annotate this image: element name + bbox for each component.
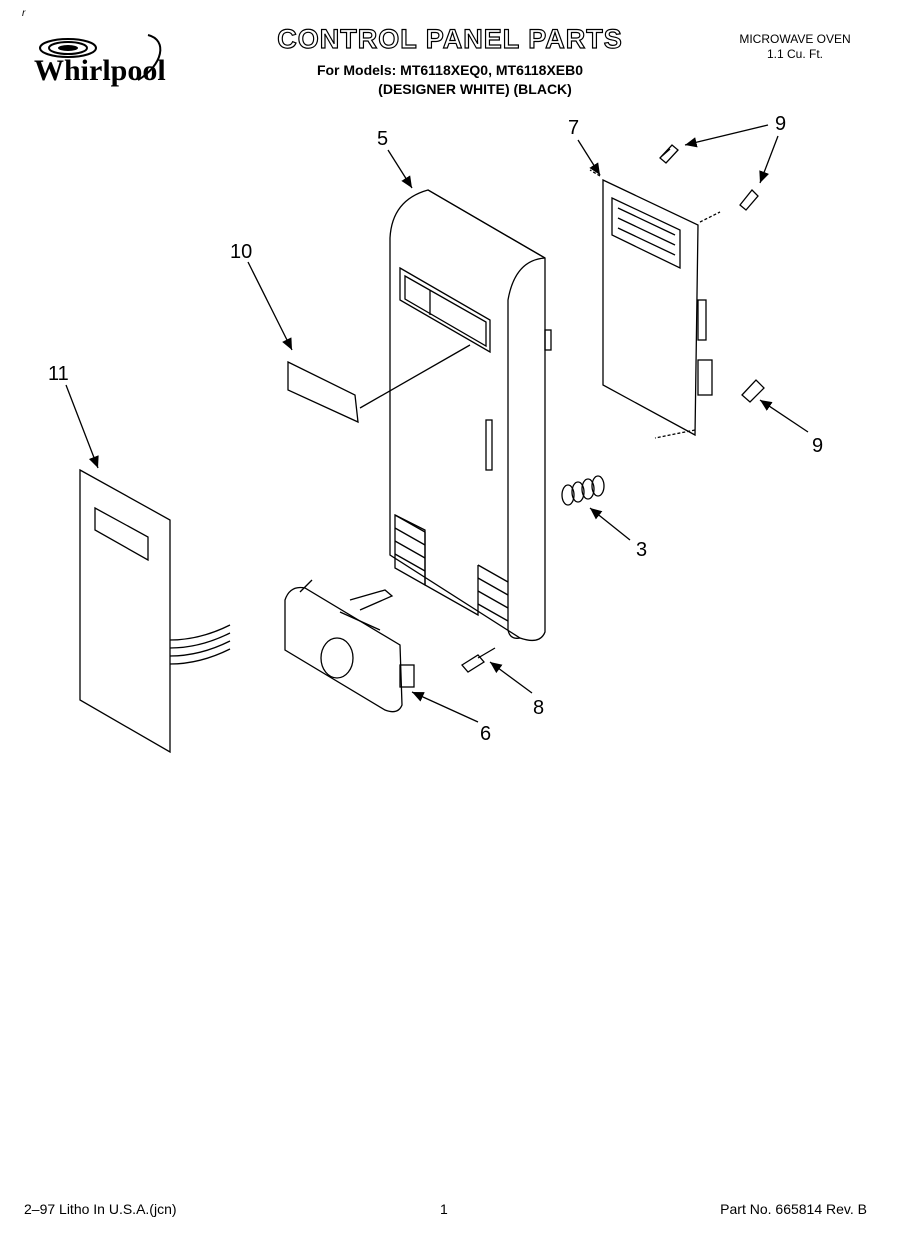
footer-litho: 2–97 Litho In U.S.A.(jcn) xyxy=(24,1201,177,1217)
part-5-control-panel-housing xyxy=(389,189,552,642)
product-type: MICROWAVE OVEN xyxy=(739,32,851,46)
callout-9-top: 9 xyxy=(775,113,786,135)
callout-9-bottom: 9 xyxy=(812,435,823,457)
corner-mark: r xyxy=(22,8,26,19)
colors-subtitle: (DESIGNER WHITE) (BLACK) xyxy=(378,81,572,97)
whirlpool-logo: Whirlpool xyxy=(28,30,188,90)
callout-7: 7 xyxy=(568,117,579,139)
product-size: 1.1 Cu. Ft. xyxy=(766,47,824,61)
models-subtitle: For Models: MT6118XEQ0, MT6118XEB0 xyxy=(316,62,584,78)
footer-page-number: 1 xyxy=(440,1201,448,1217)
callout-3: 3 xyxy=(636,539,647,561)
part-11-touchpad xyxy=(79,468,231,754)
part-6-door-release xyxy=(284,579,415,713)
screw-9-bottom xyxy=(741,379,765,403)
part-7-circuit-board xyxy=(589,169,721,439)
part-10-window-lens xyxy=(287,344,471,424)
screw-8 xyxy=(461,647,496,673)
callout-6: 6 xyxy=(480,723,491,745)
callout-5: 5 xyxy=(377,128,388,150)
page-title: CONTROL PANEL PARTS xyxy=(277,23,623,54)
screw-9-top xyxy=(659,144,679,164)
callout-11: 11 xyxy=(48,363,69,385)
footer-part-number: Part No. 665814 Rev. B xyxy=(720,1201,867,1217)
svg-text:Whirlpool: Whirlpool xyxy=(34,54,166,87)
leader-lines xyxy=(65,124,809,723)
whirlpool-swirl-icon: Whirlpool xyxy=(34,34,166,87)
callout-10: 10 xyxy=(230,241,252,263)
callout-8: 8 xyxy=(533,697,544,719)
screw-9-middle xyxy=(739,189,759,211)
part-3-spring xyxy=(561,475,605,506)
